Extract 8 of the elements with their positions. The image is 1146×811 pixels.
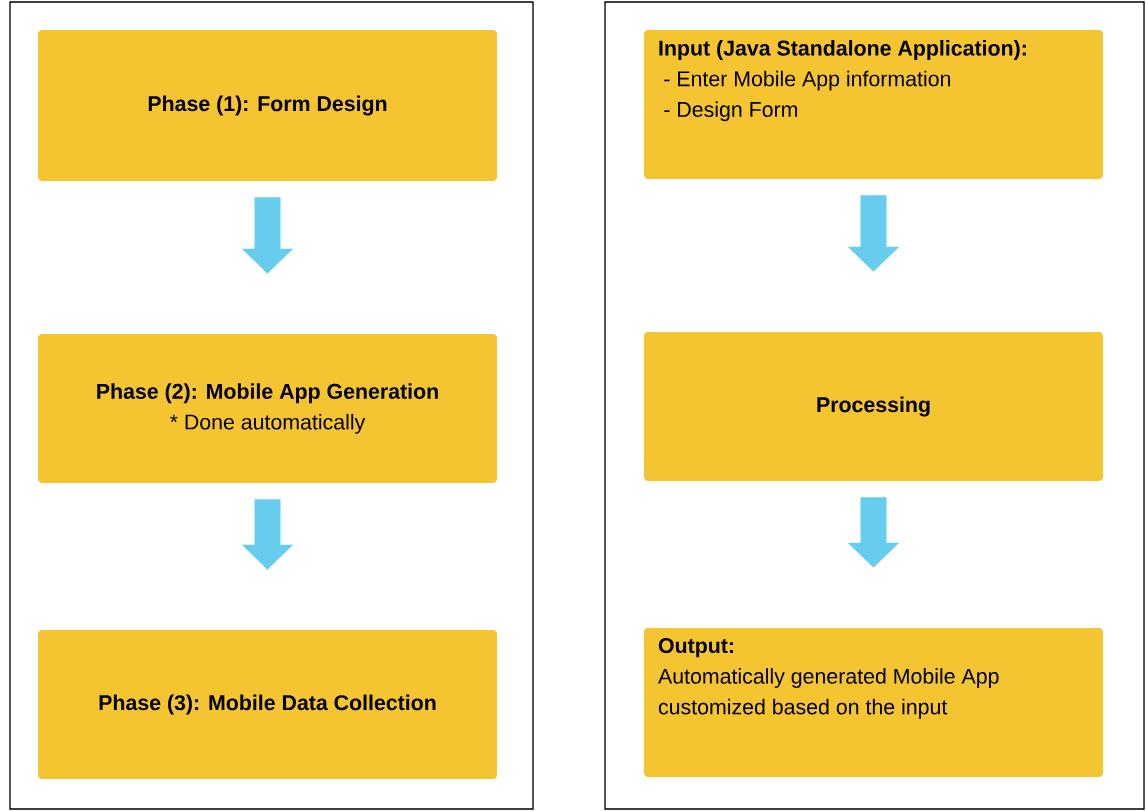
process-box: Input (Java Standalone Application): - Enter Mobile App information - Design Form (644, 30, 1103, 179)
process-box: Phase (1): Form Design (38, 30, 497, 181)
process-box: Output: Automatically generated Mobile App customized based on the input (644, 628, 1103, 777)
panel-frame (9, 1, 534, 810)
process-box: Processing (644, 332, 1103, 481)
panel-frame (604, 1, 1145, 810)
process-box: Phase (3): Mobile Data Collection (38, 630, 497, 779)
process-box: Phase (2): Mobile App Generation * Done automatically (38, 334, 497, 483)
